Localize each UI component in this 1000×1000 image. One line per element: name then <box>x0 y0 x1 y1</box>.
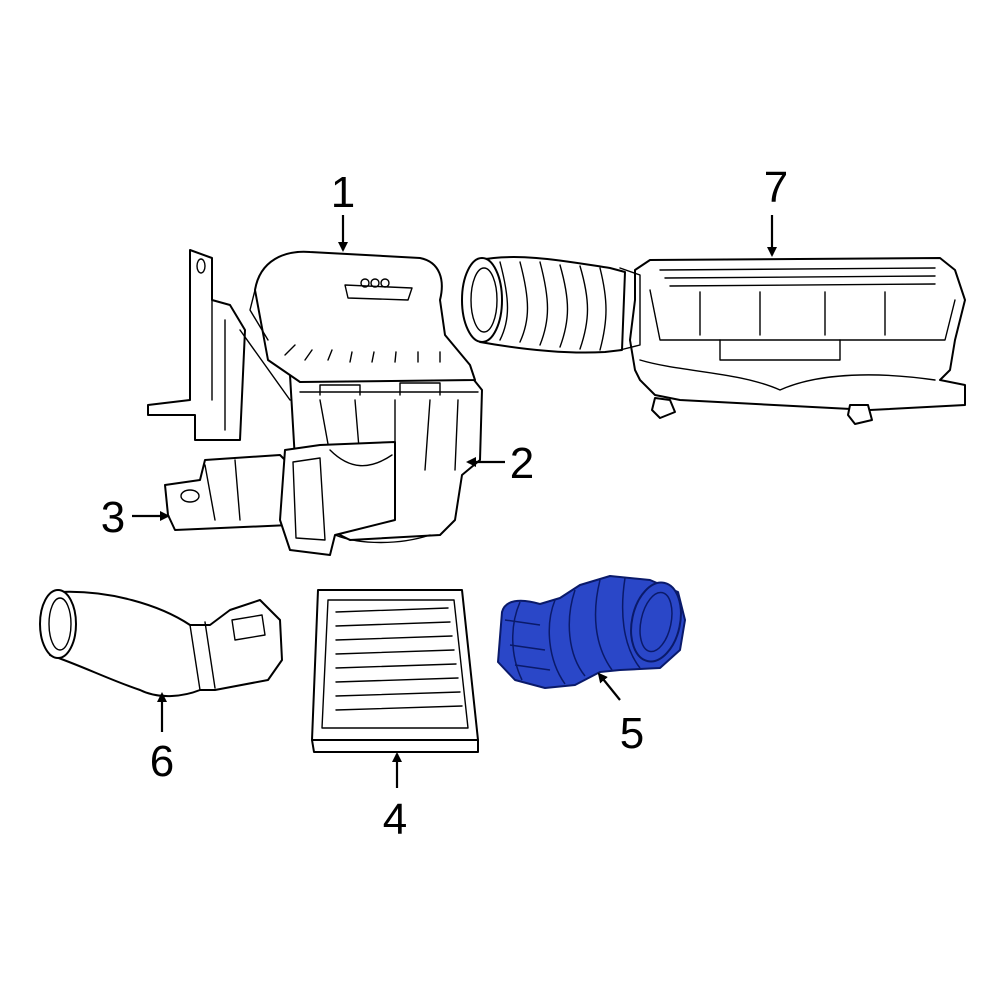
callout-4[interactable]: 4 <box>383 795 407 844</box>
outlet-hose[interactable] <box>39 589 283 697</box>
callout-3[interactable]: 3 <box>101 493 125 542</box>
callout-1[interactable]: 1 <box>331 168 355 217</box>
lower-housing[interactable] <box>239 309 483 556</box>
callout-labels: 1 2 3 4 5 6 7 <box>101 163 788 844</box>
air-cleaner-assembly[interactable] <box>147 249 483 556</box>
callout-2[interactable]: 2 <box>510 439 534 488</box>
intake-duct-resonator[interactable] <box>461 256 966 425</box>
leader-5 <box>597 672 621 701</box>
air-cleaner-lid[interactable] <box>249 250 476 383</box>
air-filter[interactable] <box>311 589 479 753</box>
callout-5[interactable]: 5 <box>620 709 644 758</box>
mounting-bracket[interactable] <box>147 249 296 531</box>
leader-lines <box>132 215 777 788</box>
callout-6[interactable]: 6 <box>150 737 174 786</box>
intake-hose-highlighted[interactable] <box>497 575 688 689</box>
callout-7[interactable]: 7 <box>764 163 788 212</box>
